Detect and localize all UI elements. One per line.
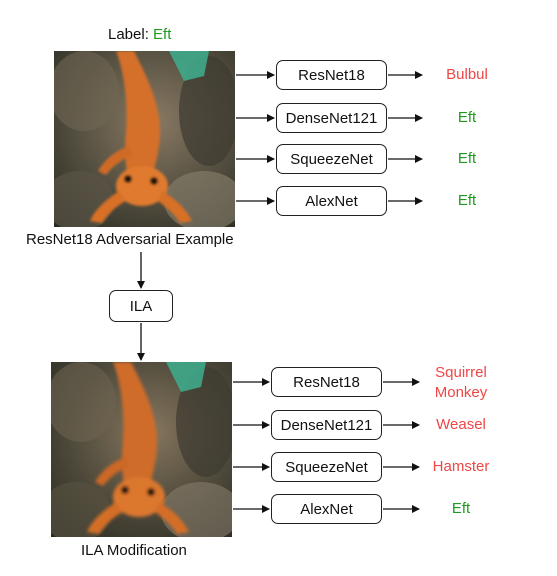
eft-photo-top	[54, 51, 235, 227]
model-box-alexnet-top: AlexNet	[276, 186, 387, 216]
model-box-densenet121-bottom: DenseNet121	[271, 410, 382, 440]
label-value: Eft	[153, 26, 172, 43]
adversarial-example-image	[54, 51, 235, 227]
prediction-squeezenet-top: Eft	[457, 150, 477, 167]
ila-box: ILA	[109, 290, 173, 322]
prediction-resnet18-top: Bulbul	[446, 66, 488, 83]
ila-modified-image	[51, 362, 232, 537]
prediction-alexnet-top: Eft	[457, 192, 477, 209]
model-box-densenet121-top: DenseNet121	[276, 103, 387, 133]
model-box-squeezenet-bottom: SqueezeNet	[271, 452, 382, 482]
model-box-squeezenet-top: SqueezeNet	[276, 144, 387, 174]
model-box-alexnet-bottom: AlexNet	[271, 494, 382, 524]
model-box-resnet18-bottom: ResNet18	[271, 367, 382, 397]
label-header: Label: Eft	[108, 26, 171, 43]
prediction-alexnet-bottom: Eft	[451, 500, 471, 517]
prediction-densenet121-bottom: Weasel	[436, 416, 486, 433]
prediction-squeezenet-bottom: Hamster	[432, 458, 490, 475]
prediction-resnet18-bottom: Squirrel Monkey	[434, 364, 488, 401]
adversarial-example-caption: ResNet18 Adversarial Example	[26, 231, 234, 248]
label-prefix: Label:	[108, 26, 154, 43]
ila-modification-caption: ILA Modification	[81, 542, 187, 559]
prediction-densenet121-top: Eft	[457, 109, 477, 126]
model-box-resnet18-top: ResNet18	[276, 60, 387, 90]
eft-photo-bottom	[51, 362, 232, 537]
